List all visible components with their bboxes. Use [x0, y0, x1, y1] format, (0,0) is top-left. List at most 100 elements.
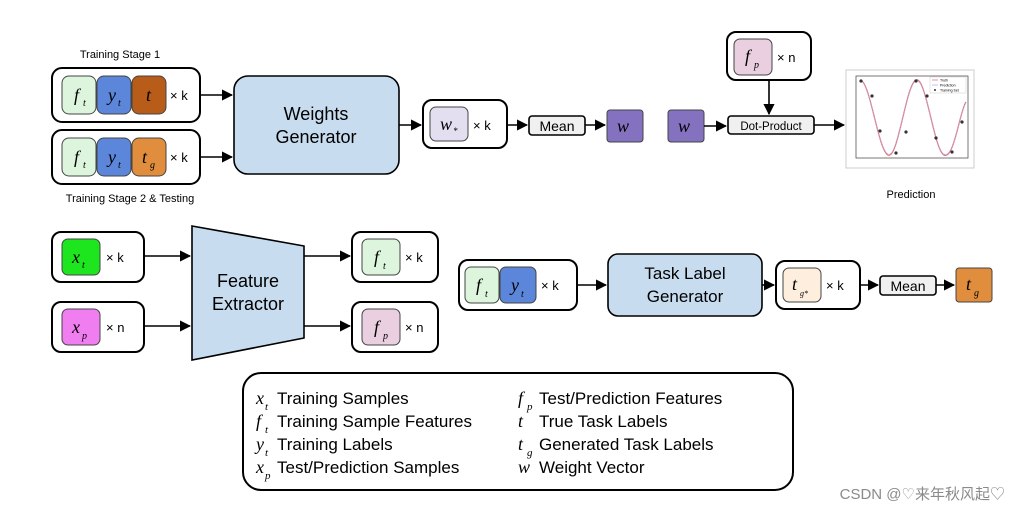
x-p-multiplier: × n — [106, 320, 124, 335]
f-p-symbol: f — [374, 317, 382, 337]
legend-subscript: p — [526, 401, 533, 413]
w-star-symbol: w — [440, 114, 452, 134]
y-t-box — [96, 75, 132, 115]
f-p-box — [733, 38, 773, 76]
w-star-multiplier: × k — [473, 118, 491, 133]
t-g-star-sub: g* — [800, 289, 808, 298]
f-t-symbol: f — [374, 247, 382, 267]
stage2-multiplier: × k — [170, 150, 188, 165]
f-t-output-group: f t × k — [351, 231, 439, 283]
y-t-sub: t — [118, 160, 121, 171]
f-p-sub: p — [382, 331, 388, 342]
mean-label: Mean — [890, 278, 925, 294]
legend-item: t True Task Labels — [518, 411, 668, 431]
f-t-output-multiplier: × k — [405, 250, 423, 265]
prediction-label: Prediction — [887, 189, 936, 201]
t-g-star-symbol: t — [792, 274, 798, 294]
training-stage-1-label: Training Stage 1 — [80, 49, 160, 61]
y-t-symbol: y — [509, 275, 519, 295]
legend-symbol: x — [255, 457, 264, 477]
plot-legend-training: Training Set — [940, 89, 959, 93]
t-true-box — [131, 75, 167, 115]
legend-text: Generated Task Labels — [539, 435, 714, 454]
f-p-output-group: f p × n — [351, 301, 439, 353]
f-p-output-multiplier: × n — [405, 320, 423, 335]
f-t-symbol: f — [476, 275, 484, 295]
task-label-generator-line1: Task Label — [644, 264, 725, 283]
legend-symbol: y — [254, 434, 264, 454]
stage2-input-group: f t y t t g × k — [51, 129, 201, 185]
legend-symbol: f — [256, 411, 264, 431]
legend-symbol: x — [255, 388, 264, 408]
legend-subscript: t — [265, 401, 269, 413]
f-t-symbol: f — [74, 147, 82, 167]
prediction-plot: Truth Prediction Training Set — [845, 69, 975, 169]
legend-text: True Task Labels — [539, 412, 668, 431]
t-g-star-multiplier: × k — [826, 278, 844, 293]
w-box-input: w — [667, 109, 705, 143]
f-t-sub: t — [485, 289, 488, 300]
legend-text: Weight Vector — [539, 458, 645, 477]
y-t-sub: t — [521, 289, 524, 300]
task-input-group: f t y t × k — [458, 259, 578, 311]
plot-legend-truth: Truth — [940, 79, 948, 83]
x-t-input-group: x t × k — [51, 231, 145, 283]
x-t-box — [61, 238, 101, 276]
legend-item: w Weight Vector — [518, 457, 645, 477]
legend-text: Training Samples — [277, 389, 409, 408]
x-t-symbol: x — [71, 247, 80, 267]
legend-symbol: t — [518, 434, 524, 454]
legend-symbol: w — [518, 457, 530, 477]
f-t-box — [361, 238, 401, 276]
feature-extractor-block: Feature Extractor — [191, 225, 305, 361]
training-points — [859, 79, 964, 155]
stage1-input-group: f t y t t × k — [51, 67, 201, 123]
y-t-symbol: y — [106, 85, 116, 105]
stage1-multiplier: × k — [170, 88, 188, 103]
task-input-multiplier: × k — [541, 278, 559, 293]
y-t-symbol: y — [106, 147, 116, 167]
t-g-sub: g — [150, 160, 155, 171]
x-p-sub: p — [81, 331, 87, 342]
mean-block-top: Mean — [528, 115, 586, 136]
t-g-box — [131, 137, 167, 177]
f-t-sub: t — [83, 160, 86, 171]
weights-generator-line2: Generator — [275, 127, 356, 147]
legend-text: Training Sample Features — [277, 412, 472, 431]
plot-legend-prediction: Prediction — [940, 84, 956, 88]
plot-frame — [855, 75, 969, 159]
legend-text: Test/Prediction Features — [539, 389, 722, 408]
f-t-sub: t — [83, 98, 86, 109]
mean-label: Mean — [539, 118, 574, 134]
t-g-symbol: t — [966, 274, 972, 294]
dot-product-block: Dot-Product — [727, 115, 815, 135]
y-t-box — [499, 266, 537, 304]
x-t-sub: t — [82, 260, 85, 271]
feature-extractor-line1: Feature — [217, 271, 279, 291]
f-t-box — [464, 266, 500, 304]
w-star-group: w * × k — [422, 99, 508, 149]
w-symbol: w — [617, 116, 629, 136]
legend-subscript: g — [527, 447, 533, 459]
y-t-box — [96, 137, 132, 177]
t-g-star-group: t g* × k — [775, 260, 861, 310]
mean-block-bottom: Mean — [879, 275, 937, 296]
f-p-symbol: f — [745, 46, 753, 66]
legend-symbol: t — [518, 411, 524, 431]
task-label-generator-line2: Generator — [647, 287, 724, 306]
f-t-box — [61, 75, 97, 115]
task-label-generator-block: Task Label Generator — [607, 253, 763, 317]
t-g-output-box: t g — [955, 267, 993, 303]
plot-legend: Truth Prediction Training Set — [929, 76, 967, 94]
legend-text: Test/Prediction Samples — [277, 458, 459, 477]
w-star-sub: * — [453, 126, 458, 136]
legend-subscript: t — [265, 447, 269, 459]
